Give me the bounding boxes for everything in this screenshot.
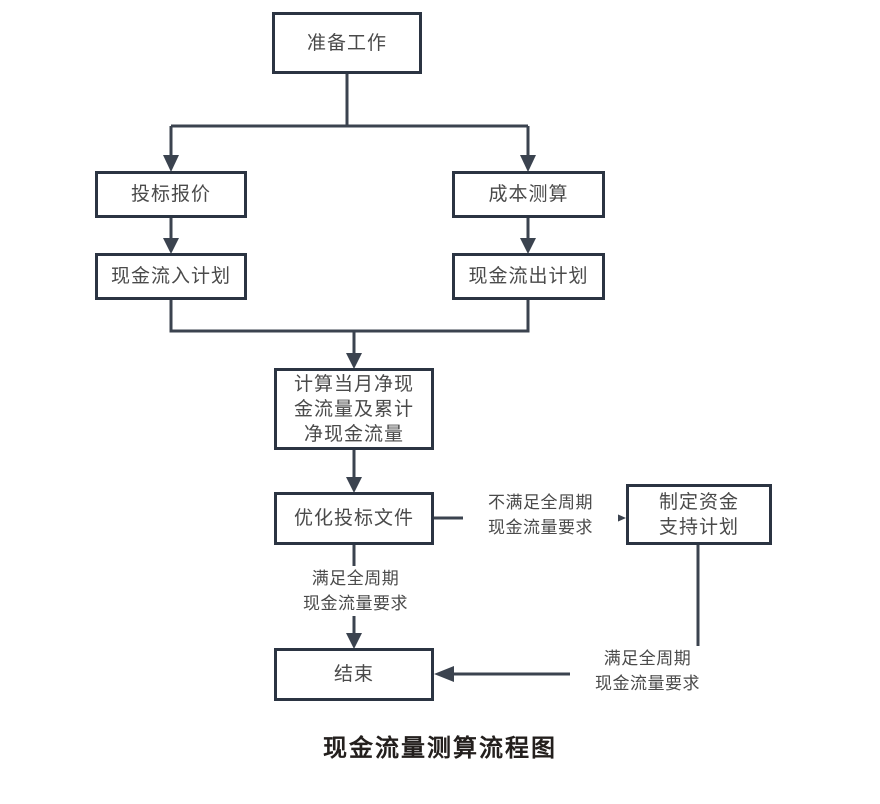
- arrowhead-to-optimize: [346, 477, 362, 493]
- arrowhead-to-end-left: [434, 666, 454, 682]
- end-node[interactable]: 结束: [274, 648, 434, 701]
- preparation-work-node[interactable]: 准备工作: [272, 12, 422, 74]
- edge-label-not-meeting-requirement: 不满足全周期 现金流量要求: [463, 490, 618, 540]
- arrowhead-to-bid: [163, 155, 179, 172]
- arrowhead-to-cost: [520, 155, 536, 172]
- arrowhead-to-calc: [346, 353, 362, 369]
- cash-outflow-plan-node[interactable]: 现金流出计划: [452, 253, 605, 300]
- cash-inflow-plan-node[interactable]: 现金流入计划: [95, 253, 247, 300]
- optimize-bid-document-node[interactable]: 优化投标文件: [274, 492, 434, 545]
- arrowhead-to-inflow: [163, 238, 179, 254]
- bid-pricing-node[interactable]: 投标报价: [95, 171, 247, 218]
- diagram-title: 现金流量测算流程图: [323, 735, 557, 762]
- arrowhead-to-end: [346, 633, 362, 649]
- arrowhead-to-outflow: [520, 238, 536, 254]
- fund-support-plan-node[interactable]: 制定资金 支持计划: [626, 484, 772, 545]
- net-cash-flow-calc-node[interactable]: 计算当月净现 金流量及累计 净现金流量: [274, 368, 434, 450]
- edge-label-meeting-requirement-down: 满足全周期 现金流量要求: [278, 566, 433, 616]
- connector-merge-right-leg: [354, 300, 530, 333]
- edge-label-meeting-requirement-right: 满足全周期 现金流量要求: [570, 646, 725, 696]
- cost-estimation-node[interactable]: 成本测算: [452, 171, 605, 218]
- connector-merge-left-leg: [169, 300, 354, 333]
